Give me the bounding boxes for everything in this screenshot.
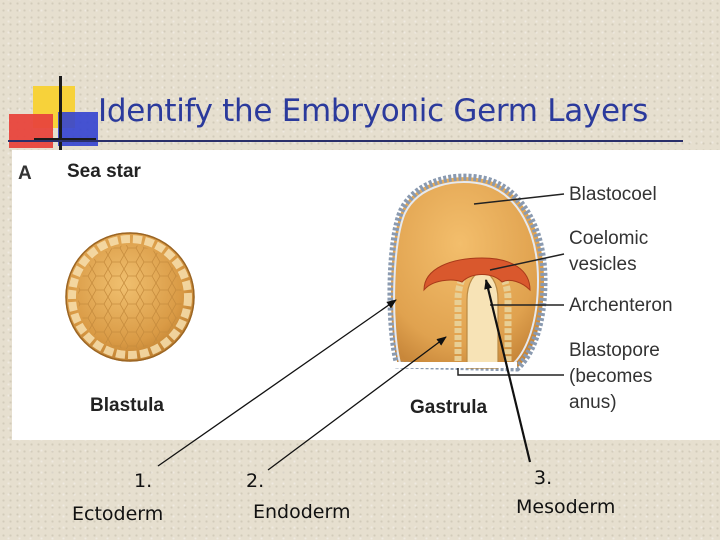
embryo-illustration: A Sea star Blastula Gastrula [18,161,673,418]
deco-horizontal-line [34,138,96,140]
label-blastopore: Blastopore [569,340,660,361]
answer-1-term: Ectoderm [72,503,164,525]
answer-2-term: Endoderm [253,501,351,523]
panel-letter: A [18,163,32,184]
title-underline [8,140,683,142]
label-blastocoel: Blastocoel [569,184,657,205]
embryo-figure: A Sea star Blastula Gastrula [12,150,720,440]
label-becomes: (becomes [569,366,652,387]
title-decoration [9,76,98,156]
gastrula-embryo [387,173,548,372]
label-coelomic: Coelomic [569,228,648,249]
deco-vertical-line [59,76,62,156]
blastula-embryo [65,232,195,362]
stage-label-gastrula: Gastrula [410,397,488,418]
label-archenteron: Archenteron [569,295,673,316]
answer-1-number: 1. [134,470,153,492]
organism-label: Sea star [67,161,142,182]
stage-label-blastula: Blastula [90,395,164,416]
deco-red-square [9,114,53,148]
slide-title: Identify the Embryonic Germ Layers [98,93,649,129]
answer-3-term: Mesoderm [516,496,616,518]
answer-3-number: 3. [534,467,553,489]
callout-labels: Blastocoel Coelomic vesicles Archenteron… [569,184,673,413]
answer-2-number: 2. [246,470,265,492]
label-vesicles: vesicles [569,254,637,275]
label-anus: anus) [569,392,617,413]
